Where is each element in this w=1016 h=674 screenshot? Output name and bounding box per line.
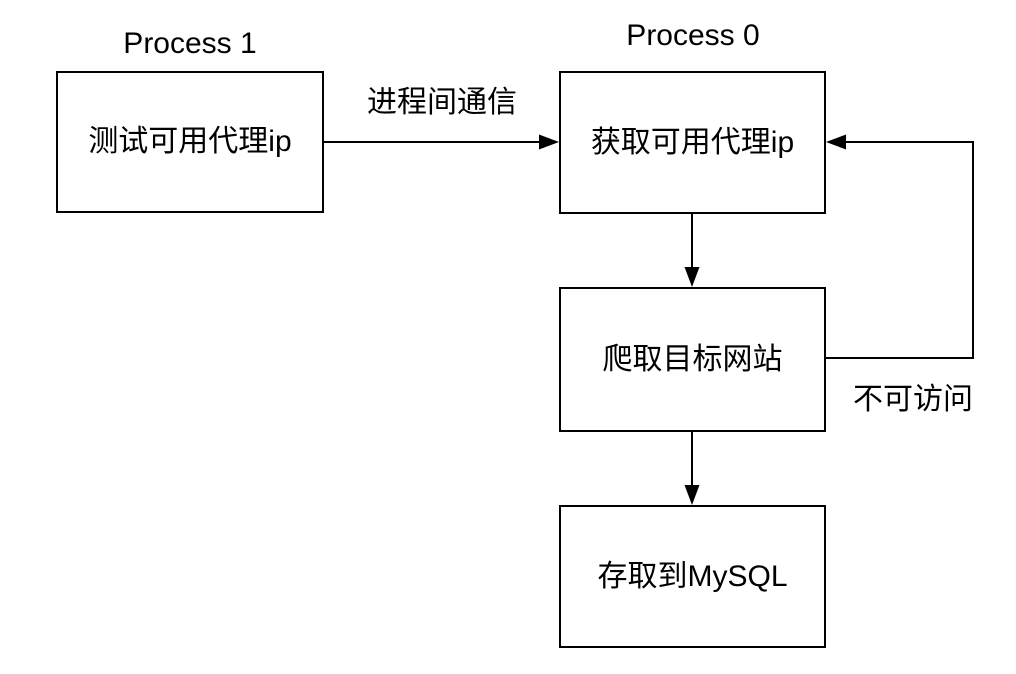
node-store-mysql: 存取到MySQL	[559, 505, 826, 648]
edge-label-inaccessible: 不可访问	[853, 383, 973, 416]
node-get-proxy-label: 获取可用代理ip	[590, 125, 795, 159]
arrow-ipc-head	[539, 134, 559, 150]
arrow-feedback-head	[826, 134, 846, 150]
arrow-get-to-crawl-head	[684, 267, 700, 287]
edge-label-ipc: 进程间通信	[367, 86, 517, 119]
arrow-crawl-to-store-head	[684, 485, 700, 505]
process-0-title: Process 0	[626, 19, 760, 52]
node-crawl-site: 爬取目标网站	[559, 287, 826, 432]
process-1-title: Process 1	[123, 27, 257, 60]
node-get-proxy: 获取可用代理ip	[559, 71, 826, 214]
node-test-proxy: 测试可用代理ip	[56, 71, 324, 213]
node-test-proxy-label: 测试可用代理ip	[88, 125, 292, 158]
node-crawl-site-label: 爬取目标网站	[602, 342, 783, 376]
arrow-feedback-line	[826, 141, 974, 359]
node-store-mysql-label: 存取到MySQL	[597, 559, 788, 593]
